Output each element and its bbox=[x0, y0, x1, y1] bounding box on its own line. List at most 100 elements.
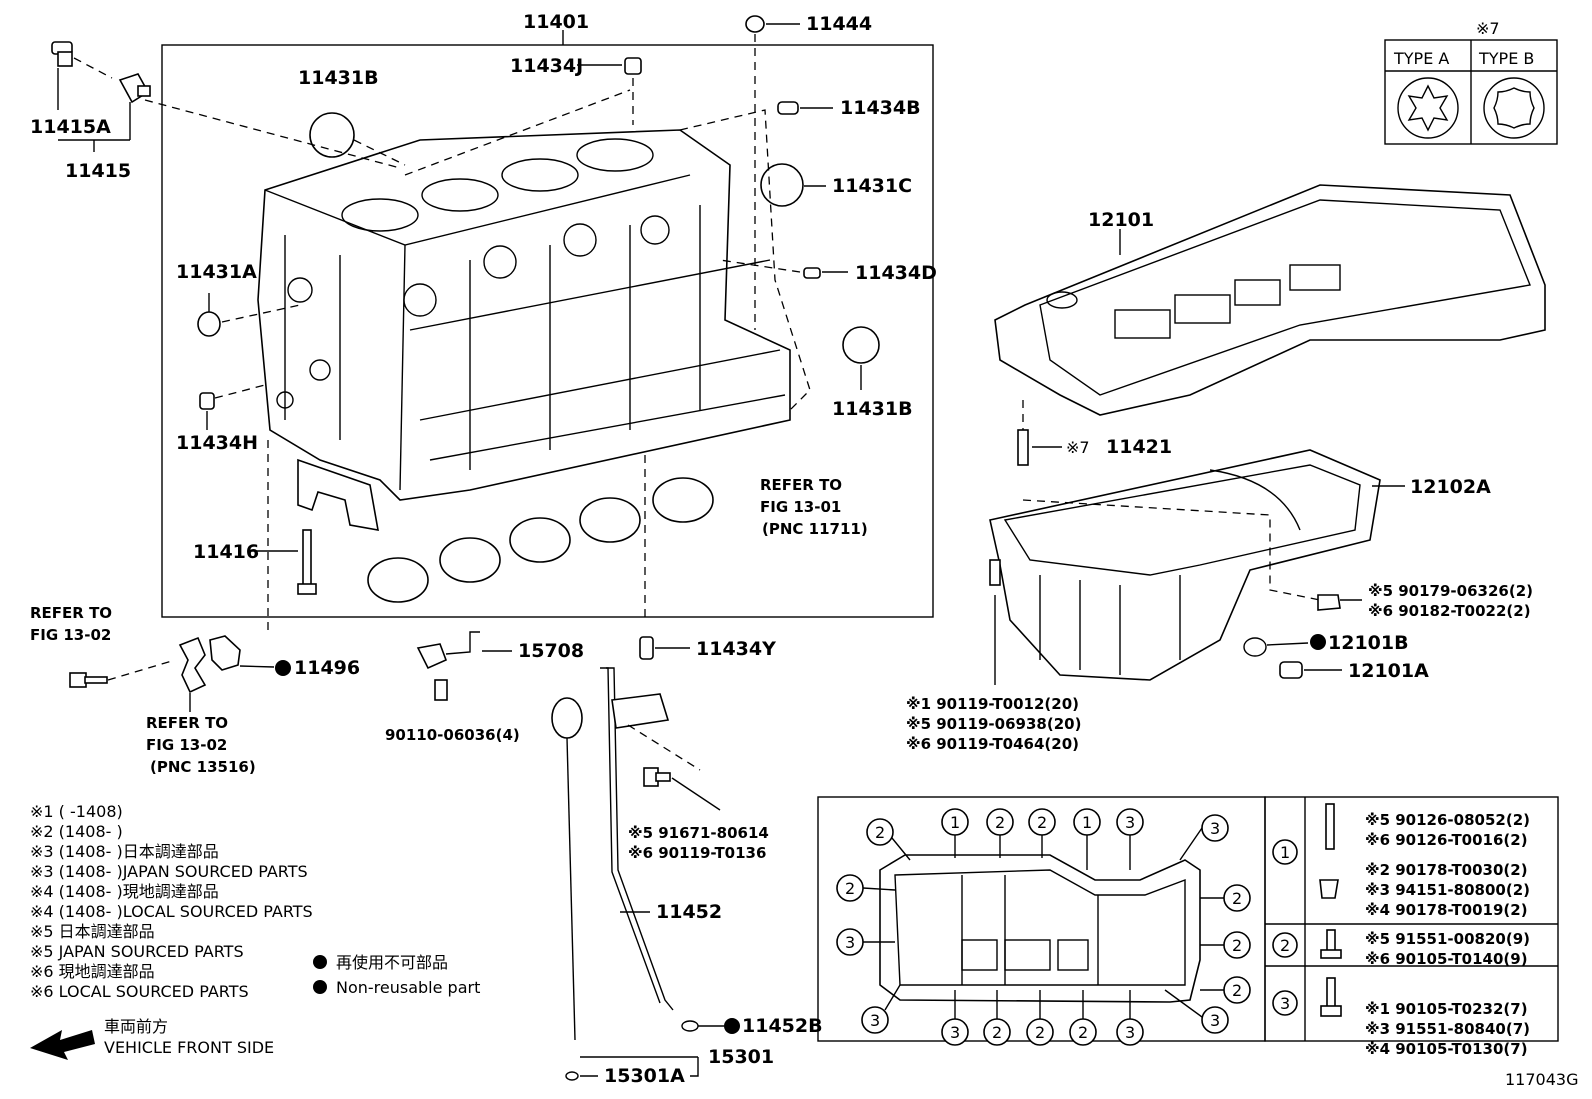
callout-circle: 3 bbox=[1116, 1018, 1144, 1046]
bearing-shells bbox=[367, 477, 714, 603]
callout-circle: 2 bbox=[866, 818, 894, 846]
label-11431B-bottom: 11431B bbox=[832, 398, 913, 420]
label-90110: 90110-06036(4) bbox=[385, 726, 520, 744]
callout-circle: 3 bbox=[941, 1018, 969, 1046]
label-15301: 15301 bbox=[708, 1046, 774, 1068]
callout-leaders bbox=[862, 827, 1224, 1019]
bolt-icon bbox=[1326, 977, 1336, 1009]
bolt-line: ※3 94151-80800(2) bbox=[1365, 881, 1530, 899]
svg-text:3: 3 bbox=[845, 933, 855, 952]
callout-circle: 2 bbox=[1223, 884, 1251, 912]
nonreusable-dot-12101B bbox=[1310, 634, 1326, 650]
refer-13-02-left-line1: REFER TO bbox=[30, 604, 112, 622]
label-15708: 15708 bbox=[518, 640, 584, 662]
bolt-line: ※3 91551-80840(7) bbox=[1365, 1020, 1530, 1038]
svg-text:1: 1 bbox=[1082, 813, 1092, 832]
pan-bolt-left-3: ※6 90119-T0464(20) bbox=[906, 735, 1079, 753]
svg-text:2: 2 bbox=[1078, 1023, 1088, 1042]
pan-bolt bbox=[989, 559, 1001, 586]
note-line: ※3 (1408- )日本調達部品 bbox=[30, 842, 219, 861]
callout-circle: 2 bbox=[1223, 976, 1251, 1004]
callout-circle: 3 bbox=[836, 928, 864, 956]
refer-13-01-line1: REFER TO bbox=[760, 476, 842, 494]
svg-text:2: 2 bbox=[1037, 813, 1047, 832]
bolt-11416 bbox=[302, 529, 312, 586]
callout-circle: 3 bbox=[1116, 808, 1144, 836]
callouts-top: 1 2 2 1 3 3 2 bbox=[866, 808, 1229, 846]
note-line: ※5 JAPAN SOURCED PARTS bbox=[30, 942, 244, 961]
svg-text:2: 2 bbox=[992, 1023, 1002, 1042]
note-line: ※5 日本調達部品 bbox=[30, 922, 155, 941]
callout-circle: 2 bbox=[983, 1018, 1011, 1046]
refer-13-02-mid-line1: REFER TO bbox=[146, 714, 228, 732]
legend-nonreusable-en: Non-reusable part bbox=[336, 978, 480, 997]
oil-pan-upper-12101 bbox=[994, 184, 1546, 416]
label-11434H: 11434H bbox=[176, 432, 258, 454]
label-12102A: 12102A bbox=[1410, 476, 1491, 498]
front-label-en: VEHICLE FRONT SIDE bbox=[104, 1038, 274, 1057]
pan-bolt-left-2: ※5 90119-06938(20) bbox=[906, 715, 1081, 733]
bolt-row-circle: 2 bbox=[1280, 936, 1290, 955]
label-11416: 11416 bbox=[193, 541, 259, 563]
front-label-jp: 車両前方 bbox=[104, 1017, 168, 1036]
bolt-90110 bbox=[434, 679, 448, 701]
label-11431C: 11431C bbox=[832, 175, 912, 197]
fitting-11415 bbox=[118, 73, 151, 104]
callout-circle: 3 bbox=[1201, 1006, 1229, 1034]
bolt-line: ※1 90105-T0232(7) bbox=[1365, 1000, 1528, 1018]
label-11421: 11421 bbox=[1106, 436, 1172, 458]
plug-11431C bbox=[760, 163, 804, 207]
refer-13-02-left-line2: FIG 13-02 bbox=[30, 626, 111, 644]
callout-circle: 2 bbox=[836, 874, 864, 902]
bolt-line: ※5 90126-08052(2) bbox=[1365, 811, 1530, 829]
legend-dot-jp bbox=[313, 955, 327, 969]
refer-13-01-line2: FIG 13-01 bbox=[760, 498, 841, 516]
torx-type-b: TYPE B bbox=[1478, 49, 1534, 68]
pan-group-1: ※5 90179-06326(2) bbox=[1368, 582, 1533, 600]
plug-11431B-top bbox=[309, 112, 355, 158]
label-15301A: 15301A bbox=[604, 1065, 685, 1087]
cylinder-block bbox=[257, 129, 791, 501]
plug-11431A bbox=[197, 311, 221, 337]
callout-circle: 3 bbox=[1201, 814, 1229, 842]
dipstick-11452 bbox=[600, 667, 674, 1011]
callout-circle: 1 bbox=[941, 808, 969, 836]
label-11421-mark: ※7 bbox=[1066, 438, 1090, 457]
label-11434B: 11434B bbox=[840, 97, 921, 119]
label-11434Y: 11434Y bbox=[696, 638, 776, 660]
pin-11434B bbox=[777, 101, 799, 115]
bolt-table-row-3: 3 ※1 90105-T0232(7) ※3 91551-80840(7) ※4… bbox=[1272, 977, 1530, 1058]
oil-pan-lower-12102A bbox=[989, 449, 1381, 681]
label-12101B: 12101B bbox=[1328, 632, 1409, 654]
svg-text:2: 2 bbox=[995, 813, 1005, 832]
nonreusable-dot-11496 bbox=[275, 660, 291, 676]
bolt-line: ※6 90105-T0140(9) bbox=[1365, 950, 1528, 968]
label-11415A: 11415A bbox=[30, 116, 111, 138]
dipstick-bolt-2: ※6 90119-T0136 bbox=[628, 844, 766, 862]
svg-text:1: 1 bbox=[950, 813, 960, 832]
dipstick-bolt-1: ※5 91671-80614 bbox=[628, 824, 769, 842]
note-line: ※4 (1408- )LOCAL SOURCED PARTS bbox=[30, 902, 313, 921]
pin-11434D bbox=[803, 267, 821, 279]
torx-type-a: TYPE A bbox=[1393, 49, 1449, 68]
bolt-line: ※4 90105-T0130(7) bbox=[1365, 1040, 1528, 1058]
notes-list: ※1 ( -1408) ※2 (1408- ) ※3 (1408- )日本調達部… bbox=[30, 802, 313, 1001]
pan-nut bbox=[1317, 594, 1341, 611]
front-arrow-icon bbox=[30, 1030, 95, 1060]
bolt-icon bbox=[1326, 929, 1336, 953]
o-ring-11452B bbox=[681, 1020, 699, 1032]
label-11452B: 11452B bbox=[742, 1015, 823, 1037]
bolt-row-circle: 3 bbox=[1280, 994, 1290, 1013]
svg-text:3: 3 bbox=[950, 1023, 960, 1042]
svg-text:3: 3 bbox=[870, 1011, 880, 1030]
tube-15708 bbox=[416, 631, 480, 670]
callout-circle: 2 bbox=[1069, 1018, 1097, 1046]
label-11415: 11415 bbox=[65, 160, 131, 182]
callout-circle: 3 bbox=[861, 1006, 889, 1034]
bolt-line: ※2 90178-T0030(2) bbox=[1365, 861, 1528, 879]
svg-text:2: 2 bbox=[1232, 889, 1242, 908]
bracket-gasket bbox=[178, 636, 207, 694]
svg-text:3: 3 bbox=[1210, 819, 1220, 838]
